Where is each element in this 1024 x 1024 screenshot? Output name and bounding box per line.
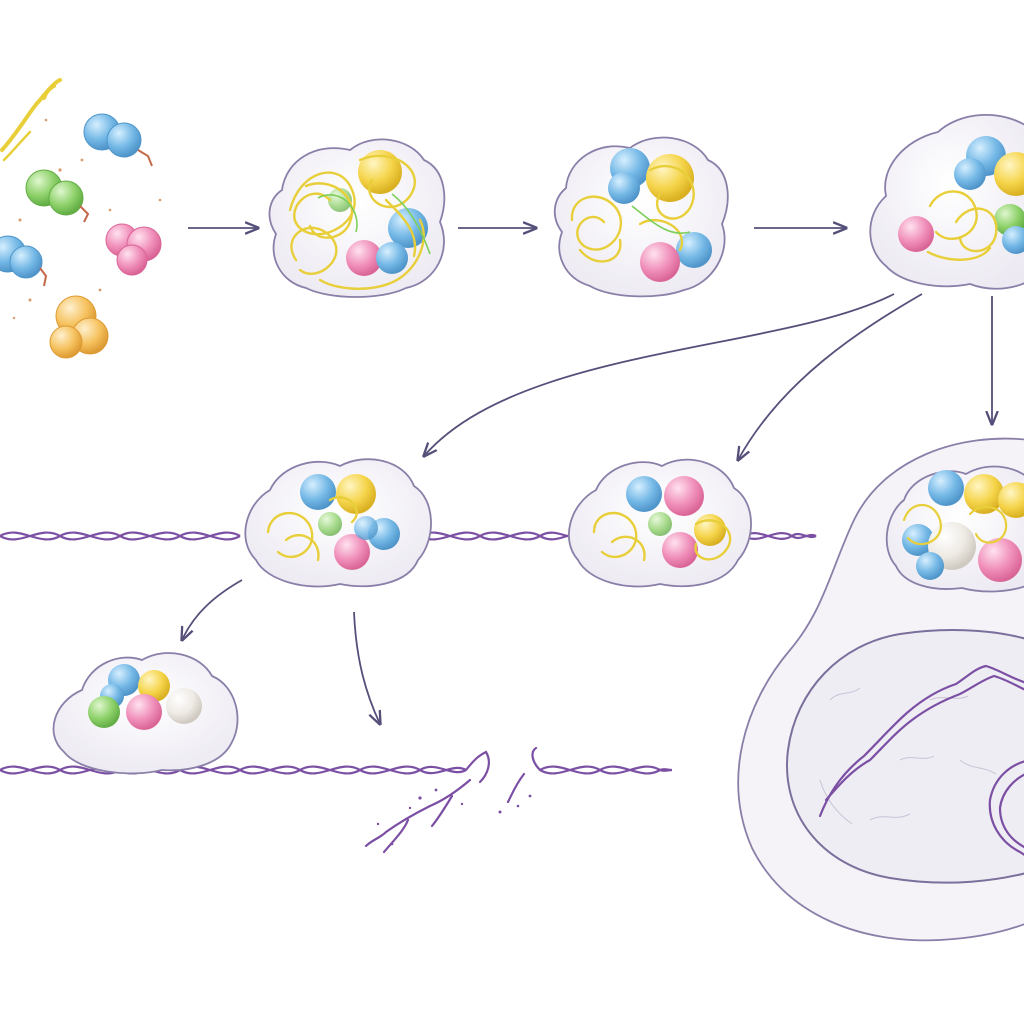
granule-on-filament-a: [244, 458, 432, 588]
coiled-filament: [818, 664, 1024, 856]
fragment-debris: [376, 788, 532, 846]
arrow-dock-b: [738, 293, 923, 460]
rna-strand: [2, 130, 32, 162]
blue-subunit: [0, 235, 48, 287]
rna-tangle: [288, 154, 425, 290]
loose-assembly: [268, 138, 446, 298]
blue-subunit: [83, 113, 153, 167]
rna-strand: [0, 78, 62, 152]
free-components: [0, 78, 162, 359]
compacted-assembly: [553, 136, 729, 298]
enveloped-granule: [737, 437, 1024, 942]
filament-upper: [0, 531, 817, 541]
green-subunit: [25, 169, 90, 223]
small-complex-on-filament: [52, 652, 239, 775]
envelope: [869, 113, 1024, 290]
cleaved-filament: [364, 746, 542, 854]
granule-on-filament-b: [568, 458, 752, 588]
arrow-cleave: [353, 611, 380, 724]
pink-subunit: [105, 223, 162, 276]
debris-dots: [12, 118, 162, 320]
filament-lower: [0, 765, 673, 775]
orange-subunit: [49, 295, 109, 359]
mature-granule: [869, 113, 1024, 290]
arrow-release: [182, 579, 243, 640]
arrow-dock-a: [424, 293, 895, 456]
